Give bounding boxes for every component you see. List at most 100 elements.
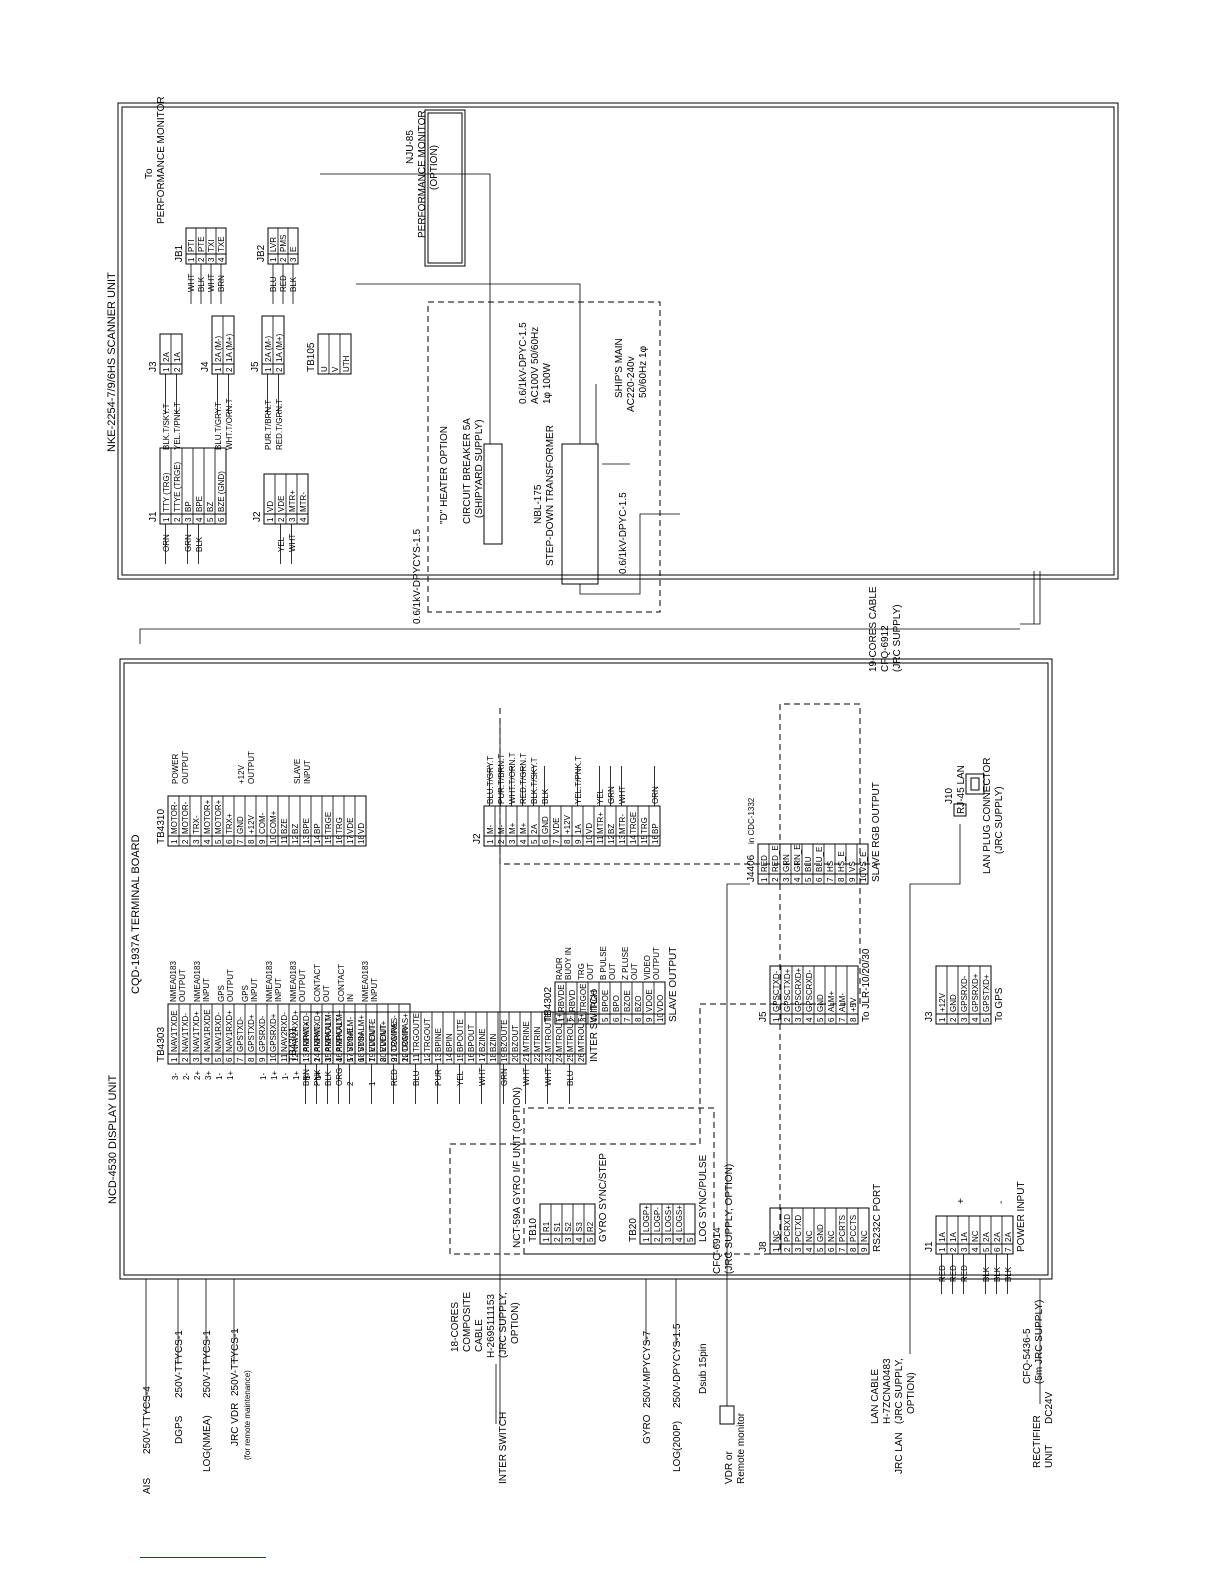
terminal-signal: BZIN xyxy=(489,1034,498,1052)
wire-color-label: BLU xyxy=(566,1070,575,1086)
terminal-name: J3 xyxy=(924,1011,935,1022)
terminal-signal: NC xyxy=(772,1230,781,1242)
terminal-number: 9 xyxy=(860,1247,869,1252)
terminal-signal: ALM- xyxy=(838,993,847,1012)
terminal-signal: TXI xyxy=(207,240,216,252)
j4406-note: in CDC-1332 xyxy=(747,797,756,844)
wire-color-label: ORG xyxy=(335,1068,344,1086)
terminal-number: 5 xyxy=(586,1237,595,1242)
terminal-number: 5 xyxy=(214,1057,223,1062)
wire-color-label: 1 xyxy=(368,1081,377,1086)
wire-color-label: BLU xyxy=(412,1070,421,1086)
terminal-signal: 1A xyxy=(173,352,182,362)
group-label: NMEA0183 xyxy=(193,961,202,1002)
terminal-signal: 1A xyxy=(949,1232,958,1242)
terminal-number: 10 xyxy=(401,1053,410,1062)
terminal-number: 8 xyxy=(849,1017,858,1022)
display-title: NCD-4530 DISPLAY UNIT xyxy=(107,1075,119,1204)
group-label: OUTPUT xyxy=(247,751,256,784)
terminal-signal: 1A xyxy=(938,1232,947,1242)
wire-color-label: RED xyxy=(938,1265,947,1282)
wire-color-label: BLK xyxy=(195,536,204,552)
terminal-signal: PMRIN- xyxy=(313,1023,322,1052)
terminal-number: 13 xyxy=(302,1053,311,1062)
terminal-number: 1 xyxy=(266,517,275,522)
nju-model: NJU-85 xyxy=(405,130,416,164)
terminal-name: JB1 xyxy=(174,244,185,262)
terminal-signal: SYSALM+ xyxy=(357,1015,366,1052)
transformer-label: STEP-DOWN TRANSFORMER xyxy=(545,425,556,566)
terminal-signal: 2A xyxy=(530,824,539,834)
terminal-signal: HS xyxy=(826,861,835,872)
terminal-number: 18 xyxy=(489,1053,498,1062)
terminal-number: 1 xyxy=(264,367,273,372)
terminal-number: 17 xyxy=(346,1053,355,1062)
tb4310: 1MOTOR-2MOTOR-3TRX-4MOTOR+5MOTOR+6TRX+7G… xyxy=(156,751,367,847)
terminal-signal: NAV2RXD+ xyxy=(291,1010,300,1052)
terminal-name: J5 xyxy=(250,361,261,372)
terminal-signal: TTYE (TRGE) xyxy=(173,461,182,512)
pin-label: 1+ xyxy=(314,1071,323,1080)
terminal-signal: MOTOR- xyxy=(181,801,190,834)
wire-color-label: YEL.T/PNK.T xyxy=(173,402,182,450)
wire-color-label: WHT xyxy=(288,534,297,552)
terminal-number: 20 xyxy=(379,1053,388,1062)
terminal-signal: NC xyxy=(860,1230,869,1242)
group-label: POWER xyxy=(171,754,180,784)
rect-spec: DC24V xyxy=(1044,1391,1055,1424)
terminal-signal: V xyxy=(331,366,340,372)
terminal-signal: TXE xyxy=(217,236,226,252)
terminal-footer: GYRO SYNC/STEP xyxy=(598,1153,609,1242)
terminal-signal: +12V xyxy=(938,992,947,1012)
group-label: OUTPUT xyxy=(226,969,235,1002)
terminal-number: 5 xyxy=(686,1237,695,1242)
terminal-name: J4406 xyxy=(746,854,757,882)
terminal-signal: VD xyxy=(585,823,594,834)
terminal-signal: GND xyxy=(816,994,825,1012)
terminal-signal: S3 xyxy=(575,1222,584,1232)
terminal-signal: EVENT- xyxy=(368,1023,377,1052)
terminal-footer: RS232C PORT xyxy=(872,1184,883,1252)
terminal-signal: BPO xyxy=(612,995,621,1012)
group-label: OUTPUT xyxy=(178,969,187,1002)
terminal-number: 7 xyxy=(838,1247,847,1252)
terminal-signal: RED xyxy=(760,855,769,872)
terminal-signal: M+ xyxy=(508,822,517,834)
dgps-label: DGPS xyxy=(174,1415,185,1444)
dsub-l2: Remote monitor xyxy=(736,1412,747,1484)
terminal-signal: COM- xyxy=(258,812,267,834)
mains-3: 50/60Hz 1φ xyxy=(638,345,649,398)
terminal-number: 3 xyxy=(508,839,517,844)
terminal-number: 5 xyxy=(601,1017,610,1022)
log200-label: LOG(200P) xyxy=(672,1421,683,1472)
group-label: OUT xyxy=(322,985,331,1002)
out-cable: 0.6/1kV-DPYC-1.5 xyxy=(518,322,529,404)
terminal-number: 4 xyxy=(519,839,528,844)
wire-color-label: RED.T/GRN.T xyxy=(519,753,528,804)
terminal-signal: 2A xyxy=(162,352,171,362)
terminal-signal: M+ xyxy=(519,822,528,834)
terminal-signal: BZO xyxy=(634,996,643,1012)
terminal-number: 5 xyxy=(530,839,539,844)
terminal-signal: ARPAALM- xyxy=(324,1011,333,1052)
terminal-number: 3 xyxy=(960,1017,969,1022)
lan-l3: (JRC SUPPLY, xyxy=(894,1358,905,1424)
group-label: GPS xyxy=(241,985,250,1002)
terminal-signal: BPIN xyxy=(445,1033,454,1052)
terminal-name: JB2 xyxy=(256,244,267,262)
terminal-footer: To GPS xyxy=(994,987,1005,1022)
dsub-l1: VDR or xyxy=(724,1451,735,1484)
terminal-number: 8 xyxy=(849,1247,858,1252)
terminal-signal: 2A (M-) xyxy=(264,335,273,362)
wire-color-label: RED xyxy=(960,1265,969,1282)
rect-label2: UNIT xyxy=(1044,1445,1055,1468)
group-label: SLAVE xyxy=(293,759,302,784)
terminal-number: 7 xyxy=(1004,1247,1013,1252)
terminal-signal: TRGE xyxy=(324,812,333,834)
terminal-number: 3 xyxy=(794,1247,803,1252)
nju-85-monitor: NJU-85 PERFORMANCE MONITOR (OPTION) xyxy=(405,109,466,267)
terminal-number: 9 xyxy=(258,1057,267,1062)
